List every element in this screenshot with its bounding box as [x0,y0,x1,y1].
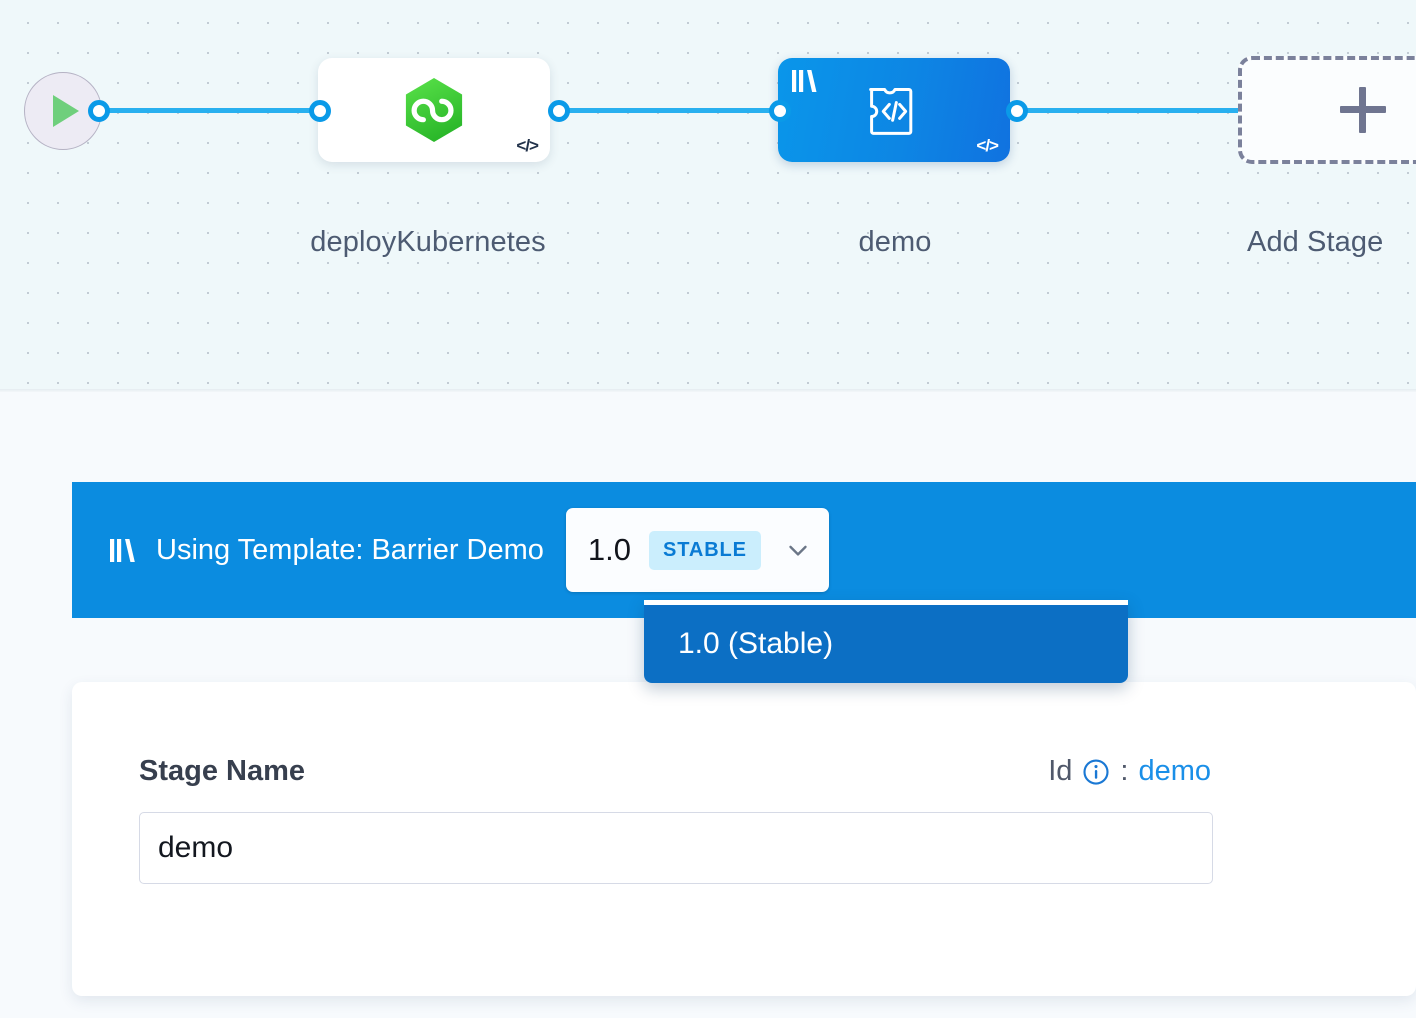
add-stage-node[interactable] [1238,56,1416,164]
template-version-dropdown[interactable]: 1.0 (Stable) [644,600,1128,683]
connector-dot-start-output[interactable] [88,100,110,122]
template-library-icon [110,539,135,562]
stage-label-deploykubernetes: deployKubernetes [310,226,546,258]
stage-name-input[interactable] [139,812,1213,884]
stage-id-value[interactable]: demo [1138,755,1211,787]
custom-stage-icon [869,87,913,135]
stage-code-badge: </> [516,136,539,155]
stage-label-demo: demo [858,226,932,258]
stage-id-separator: : [1120,755,1129,787]
connector-dot-deploykubernetes-input[interactable] [309,100,331,122]
stage-name-row: Stage Name Id : demo [139,755,1211,788]
connector-line-start-to-deploykubernetes [92,108,332,113]
connector-line-deploykubernetes-to-demo [548,108,792,113]
connector-dot-demo-input[interactable] [769,100,791,122]
chevron-down-icon[interactable] [783,535,813,565]
stage-code-badge: </> [976,136,999,155]
stage-node-deploykubernetes[interactable]: </> [318,58,550,162]
harness-cd-hexagon-icon [405,78,463,142]
info-circle-icon[interactable] [1081,757,1111,787]
dropdown-option-1-0-stable[interactable]: 1.0 (Stable) [644,605,1128,683]
pipeline-canvas[interactable]: </> </> deployKubernetes demo Add Stage [0,0,1416,391]
template-library-icon [792,70,817,92]
template-version-selector[interactable]: 1.0 STABLE [565,508,829,592]
using-template-label: Using Template: Barrier Demo [156,533,544,566]
template-stability-badge: STABLE [649,530,761,570]
stage-id-label: Id [1048,755,1073,787]
stage-name-label: Stage Name [139,755,306,787]
add-stage-label: Add Stage [1247,226,1384,258]
stage-id-group: Id : demo [1048,755,1211,788]
stage-node-demo[interactable]: </> [778,58,1010,162]
connector-line-demo-to-add-stage [1000,108,1250,113]
play-icon [53,95,79,127]
using-template-bar: Using Template: Barrier Demo 1.0 STABLE [72,482,1416,618]
plus-icon [1340,87,1386,133]
connector-dot-deploykubernetes-output[interactable] [548,100,570,122]
template-version-value: 1.0 [587,532,631,567]
connector-dot-demo-output[interactable] [1006,100,1028,122]
canvas-bottom-divider [0,389,1416,392]
